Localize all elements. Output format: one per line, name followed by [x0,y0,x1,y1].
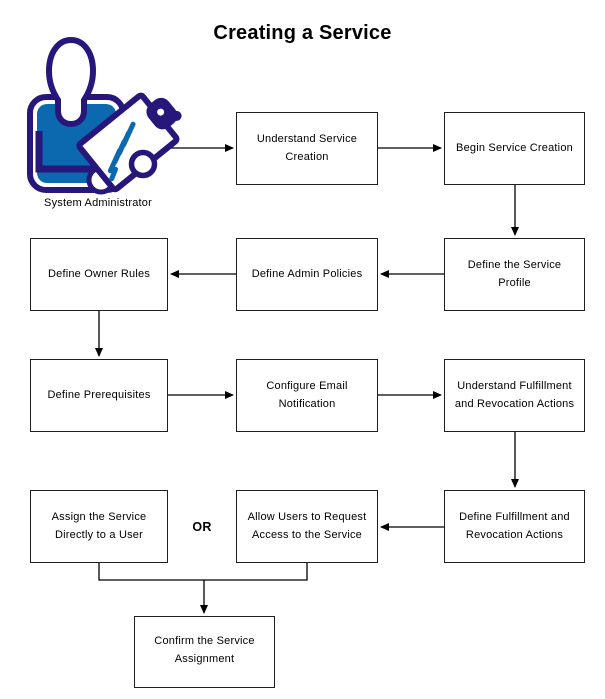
node-label: Allow Users to Request Access to the Ser… [247,510,367,541]
node-label: Understand Fulfillment and Revocation Ac… [454,379,575,410]
node-label: Define Fulfillment and Revocation Action… [459,510,570,541]
node-assign-service-directly: Assign the Service Directly to a User [30,490,168,563]
admin-head [45,36,97,128]
node-understand-fulfillment-revocation: Understand Fulfillment and Revocation Ac… [444,359,585,432]
node-define-prerequisites: Define Prerequisites [30,359,168,432]
actor-label: System Administrator [44,197,152,209]
admin-hand [128,149,158,179]
node-label: Define Admin Policies [251,267,363,280]
node-define-admin-policies: Define Admin Policies [236,238,378,311]
node-label: Configure Email Notification [266,379,348,410]
clipboard-text-lines [107,121,136,182]
admin-arm [35,131,104,173]
clipboard-clip-hole [157,108,165,116]
node-label: Define Prerequisites [47,388,151,401]
clipboard-clip-nub [171,110,182,121]
node-configure-email-notification: Configure Email Notification [236,359,378,432]
node-label: Begin Service Creation [456,141,573,154]
node-label: Define Owner Rules [47,267,151,280]
node-understand-service-creation: Understand Service Creation [236,112,378,185]
node-define-fulfillment-revocation: Define Fulfillment and Revocation Action… [444,490,585,563]
node-begin-service-creation: Begin Service Creation [444,112,585,185]
node-define-service-profile: Define the Service Profile [444,238,585,311]
node-define-owner-rules: Define Owner Rules [30,238,168,311]
node-label: Understand Service Creation [256,132,358,163]
connector-merge-bar [98,563,308,581]
system-administrator-icon [27,36,182,195]
node-confirm-service-assignment: Confirm the Service Assignment [134,616,275,688]
connectors [95,144,519,614]
node-label: Confirm the Service Assignment [154,635,255,665]
node-label: Define the Service Profile [467,258,562,289]
node-label: Assign the Service Directly to a User [51,510,147,541]
node-allow-users-request: Allow Users to Request Access to the Ser… [236,490,378,563]
page-title: Creating a Service [213,22,392,44]
or-label: OR [192,520,212,534]
